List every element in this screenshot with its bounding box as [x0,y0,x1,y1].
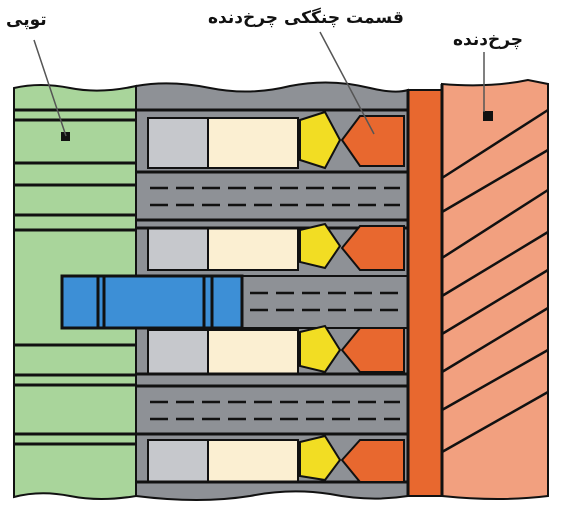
sleeve-spline-2 [136,386,408,434]
synchro-ring-lower [208,330,298,374]
synchro-ring-top [208,118,298,168]
synchro-ring-bottom [208,440,298,482]
blocker-ring-upper [148,228,208,270]
sleeve-spline-mid [240,276,408,328]
gear-dot [484,112,492,120]
blocker-ring-top [148,118,208,168]
gear [408,80,548,499]
blocker-ring-lower [148,330,208,374]
shift-key-body [62,276,242,328]
label-dog-teeth: قسمت چنگکی چرخ‌دنده [208,8,404,28]
synchro-ring-upper [208,228,298,270]
gear-collar [408,90,442,496]
sleeve-spline-1 [136,172,408,220]
blocker-ring-bottom [148,440,208,482]
label-hub: توپی [6,10,47,30]
label-gear: چرخ‌دنده [453,30,523,50]
shift-key [62,276,242,328]
